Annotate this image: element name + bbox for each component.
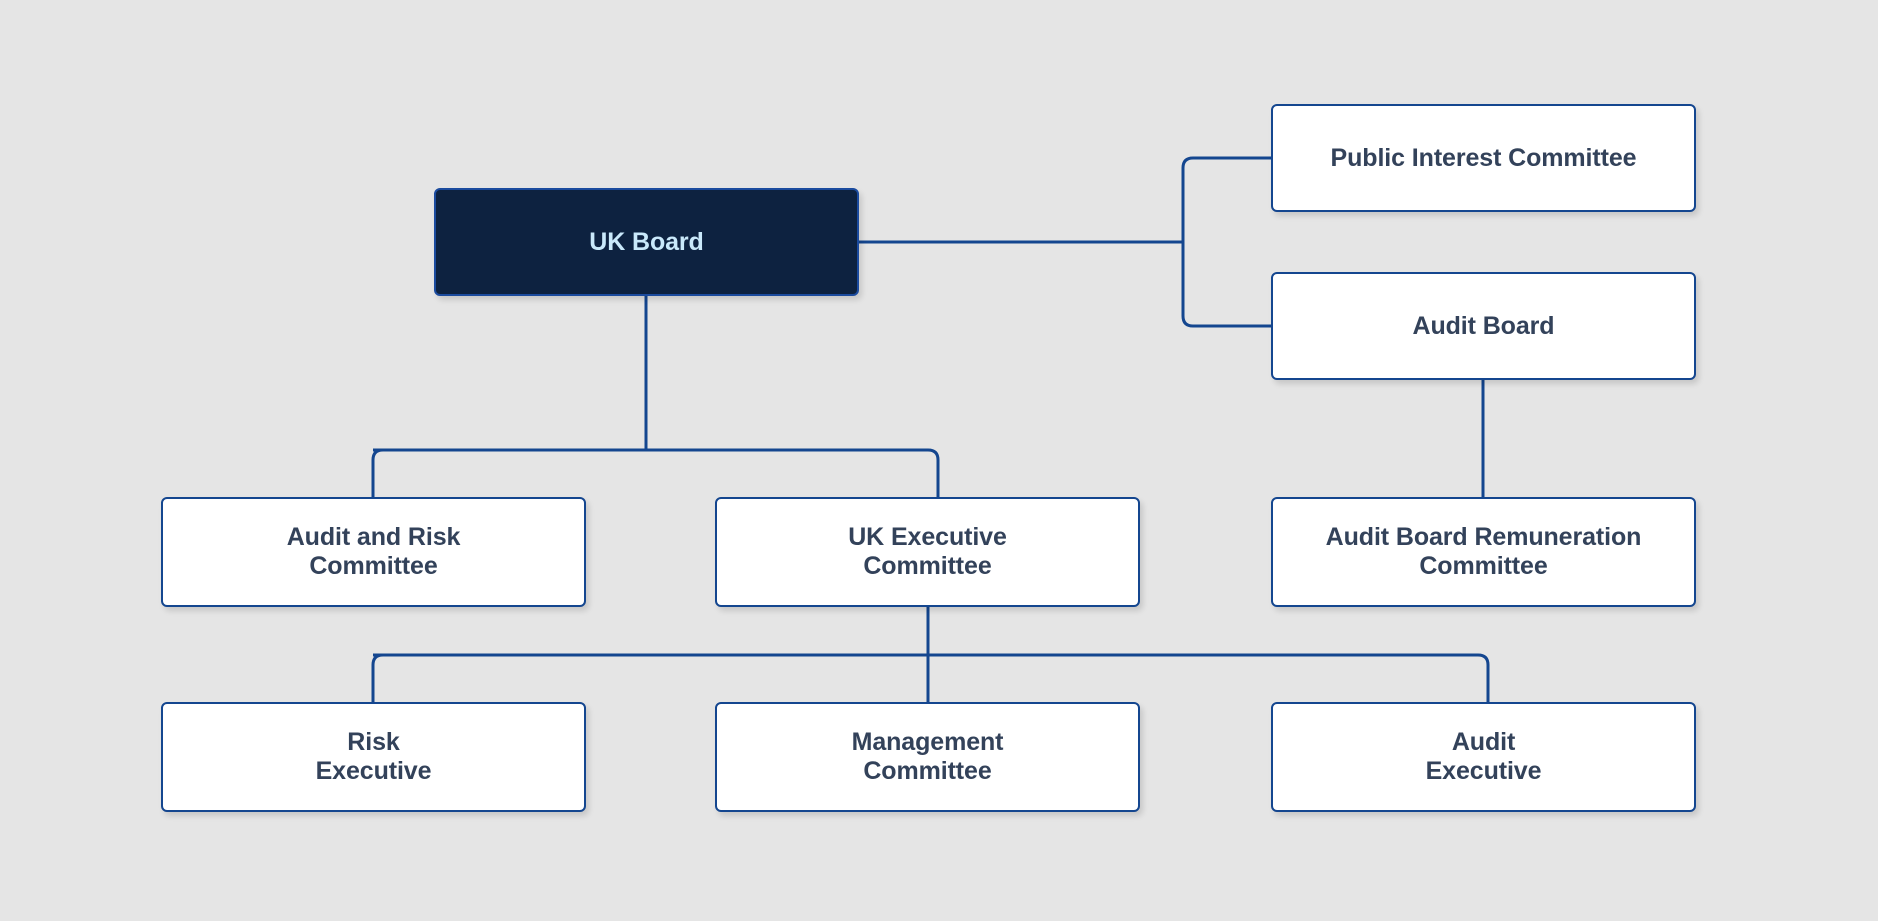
node-label: Public Interest Committee [1330, 143, 1637, 172]
node-uk-board[interactable]: UK Board [434, 188, 859, 296]
node-audit-and-risk-committee[interactable]: Audit and Risk Committee [161, 497, 586, 607]
connector-uk-board-to-right-column [1181, 156, 1271, 328]
node-label: Management Committee [851, 728, 1004, 785]
node-label: Audit Executive [1425, 728, 1542, 785]
connector-uk-exec-split-bar [371, 653, 1490, 702]
node-label: Audit and Risk Committee [286, 523, 461, 580]
node-label: Audit Board [1412, 311, 1555, 340]
node-public-interest-committee[interactable]: Public Interest Committee [1271, 104, 1696, 212]
connector-uk-board-split-bar [371, 448, 940, 497]
node-label: Audit Board Remuneration Committee [1325, 523, 1642, 580]
node-risk-executive[interactable]: Risk Executive [161, 702, 586, 812]
node-uk-executive-committee[interactable]: UK Executive Committee [715, 497, 1140, 607]
node-label: UK Board [589, 227, 704, 256]
node-label: Risk Executive [315, 728, 432, 785]
node-management-committee[interactable]: Management Committee [715, 702, 1140, 812]
node-audit-executive[interactable]: Audit Executive [1271, 702, 1696, 812]
node-label: UK Executive Committee [848, 523, 1007, 580]
node-audit-board-remuneration-committee[interactable]: Audit Board Remuneration Committee [1271, 497, 1696, 607]
node-audit-board[interactable]: Audit Board [1271, 272, 1696, 380]
